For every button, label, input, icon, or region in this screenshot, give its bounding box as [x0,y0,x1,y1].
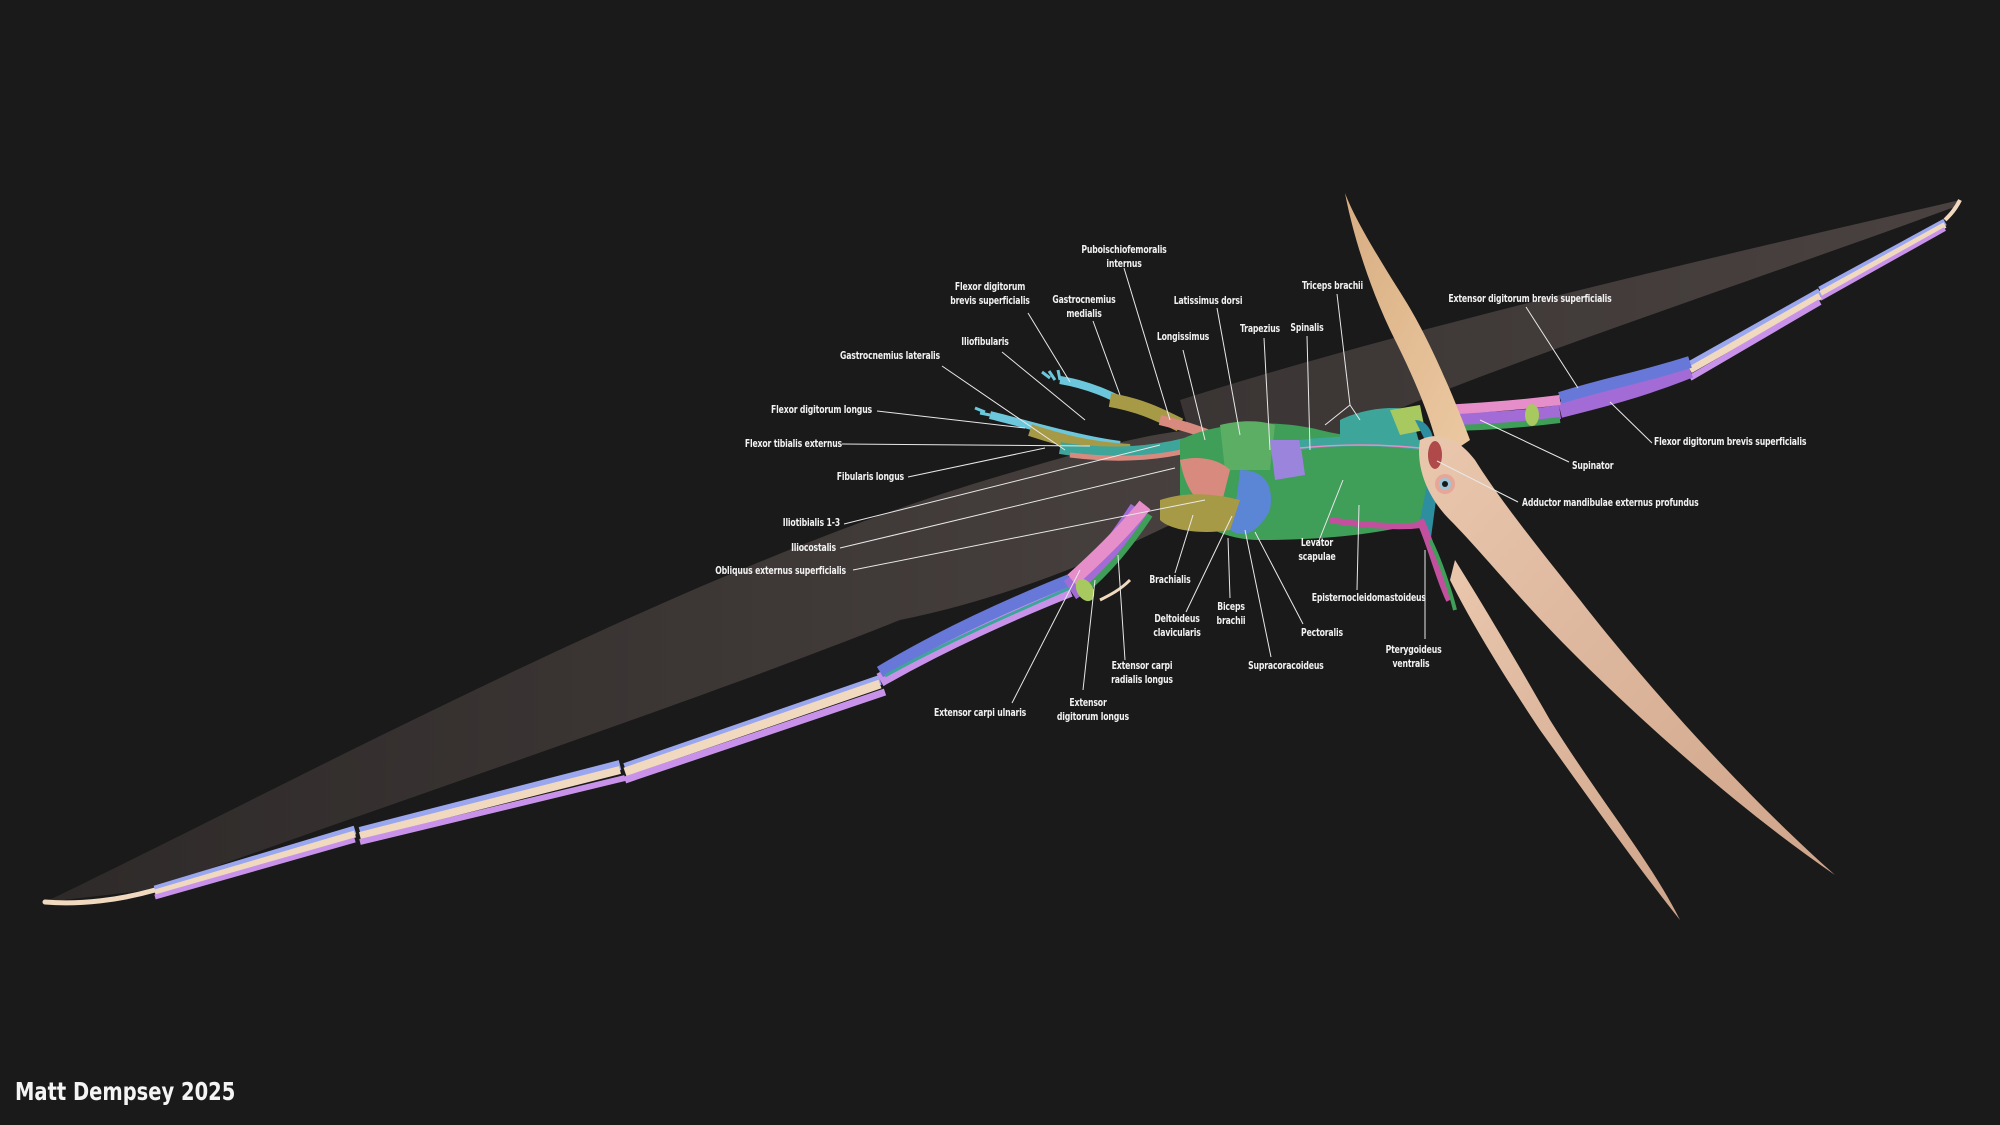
label-pectoralis: Pectoralis [1301,627,1343,639]
label-supinator: Supinator [1572,460,1614,472]
label-fibularis-longus: Fibularis longus [836,471,904,483]
label-adductor-mandibulae-externus-profundus: Adductor mandibulae externus profundus [1522,497,1699,509]
label-flexor-tibialis-externus: Flexor tibialis externus [744,438,842,450]
author-credit: Matt Dempsey 2025 [15,1077,236,1106]
label-iliocostalis: Iliocostalis [791,542,836,554]
label-trapezius: Trapezius [1239,323,1281,335]
torso [1160,405,1440,545]
left-wing-finger [42,675,887,906]
label-brachialis: Brachialis [1149,574,1191,586]
label-extensor-digitorum-brevis-superficialis: Extensor digitorum brevis superficialis [1448,293,1612,305]
label-flexor-digitorum-brevis-superficialis-wing: Flexor digitorum brevis superficialis [1654,436,1807,448]
label-latissimus-dorsi: Latissimus dorsi [1173,295,1243,307]
right-wing-finger [1688,199,1962,381]
label-episternocleidomastoideus: Episternocleidomastoideus [1311,592,1426,604]
label-triceps-brachii: Triceps brachii [1301,280,1364,292]
label-flexor-digitorum-longus: Flexor digitorum longus [771,404,872,416]
label-longissimus: Longissimus [1156,331,1210,343]
label-obliquus-externus-superficialis: Obliquus externus superficialis [715,565,846,577]
label-iliotibialis: Iliotibialis 1-3 [782,517,840,529]
left-forearm [876,500,1153,687]
left-wing-membrane [45,430,1200,902]
right-wing-membrane [1180,200,1960,470]
label-supracoracoideus: Supracoracoideus [1248,660,1324,672]
label-spinalis: Spinalis [1290,322,1324,334]
skull [1345,193,1835,920]
label-gastrocnemius-lateralis: Gastrocnemius lateralis [840,350,940,362]
leader-lines [839,267,1653,704]
label-extensor-carpi-ulnaris: Extensor carpi ulnaris [934,707,1027,719]
label-iliofibularis: Iliofibularis [961,336,1009,348]
